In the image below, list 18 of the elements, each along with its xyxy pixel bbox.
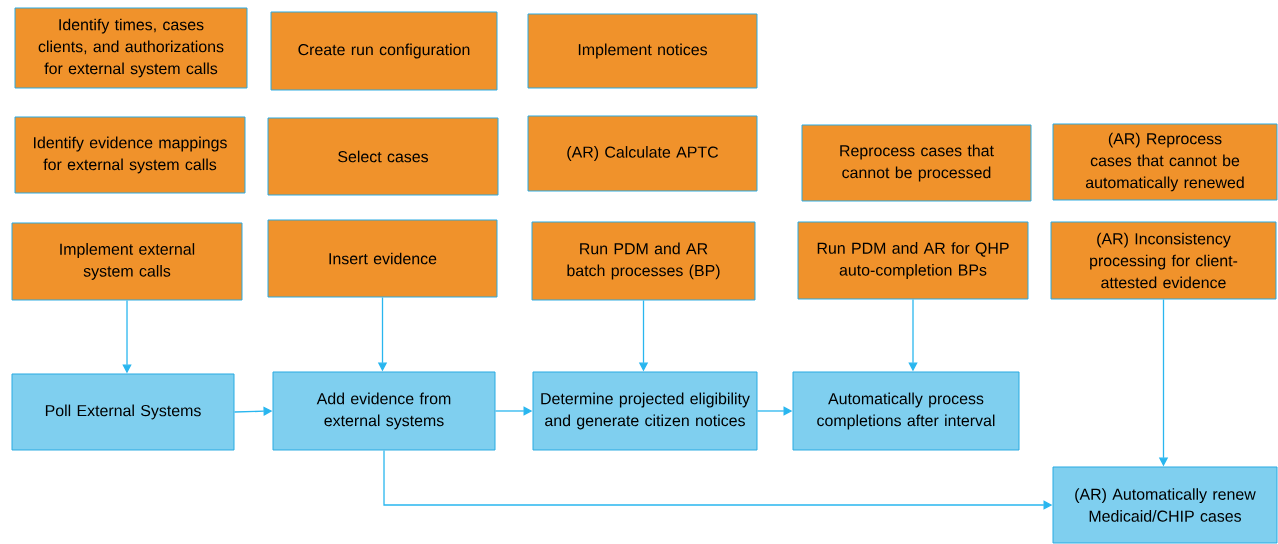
process-box: Automatically process completions after interval [792,371,1020,451]
task-box: (AR) Inconsistency processing for client-attested evidence [1050,221,1277,300]
process-box: Determine projected eligibility and generate citizen notices [532,371,758,451]
task-box: Reprocess cases that cannot be processed [801,124,1032,202]
task-box: Select cases [267,117,499,196]
task-box: Insert evidence [267,219,498,298]
process-box: Add evidence from external systems [272,371,496,451]
task-box: Identify evidence mappings for external system calls [14,116,246,194]
task-box: Implement external system calls [11,222,243,301]
task-box: (AR) Reprocess cases that cannot be automatically renewed [1052,123,1278,201]
task-box: Identify times, cases clients, and authorizations for external system calls [14,7,248,89]
task-box: Implement notices [527,13,758,89]
task-box: Run PDM and AR batch processes (BP) [531,221,756,301]
task-box: (AR) Calculate APTC [527,115,758,192]
process-box: (AR) Automatically renew Medicaid/CHIP cases [1052,466,1278,544]
process-box: Poll External Systems [11,373,235,451]
task-box: Create run configuration [270,11,498,91]
task-box: Run PDM and AR for QHP auto-completion BPs [797,221,1029,300]
